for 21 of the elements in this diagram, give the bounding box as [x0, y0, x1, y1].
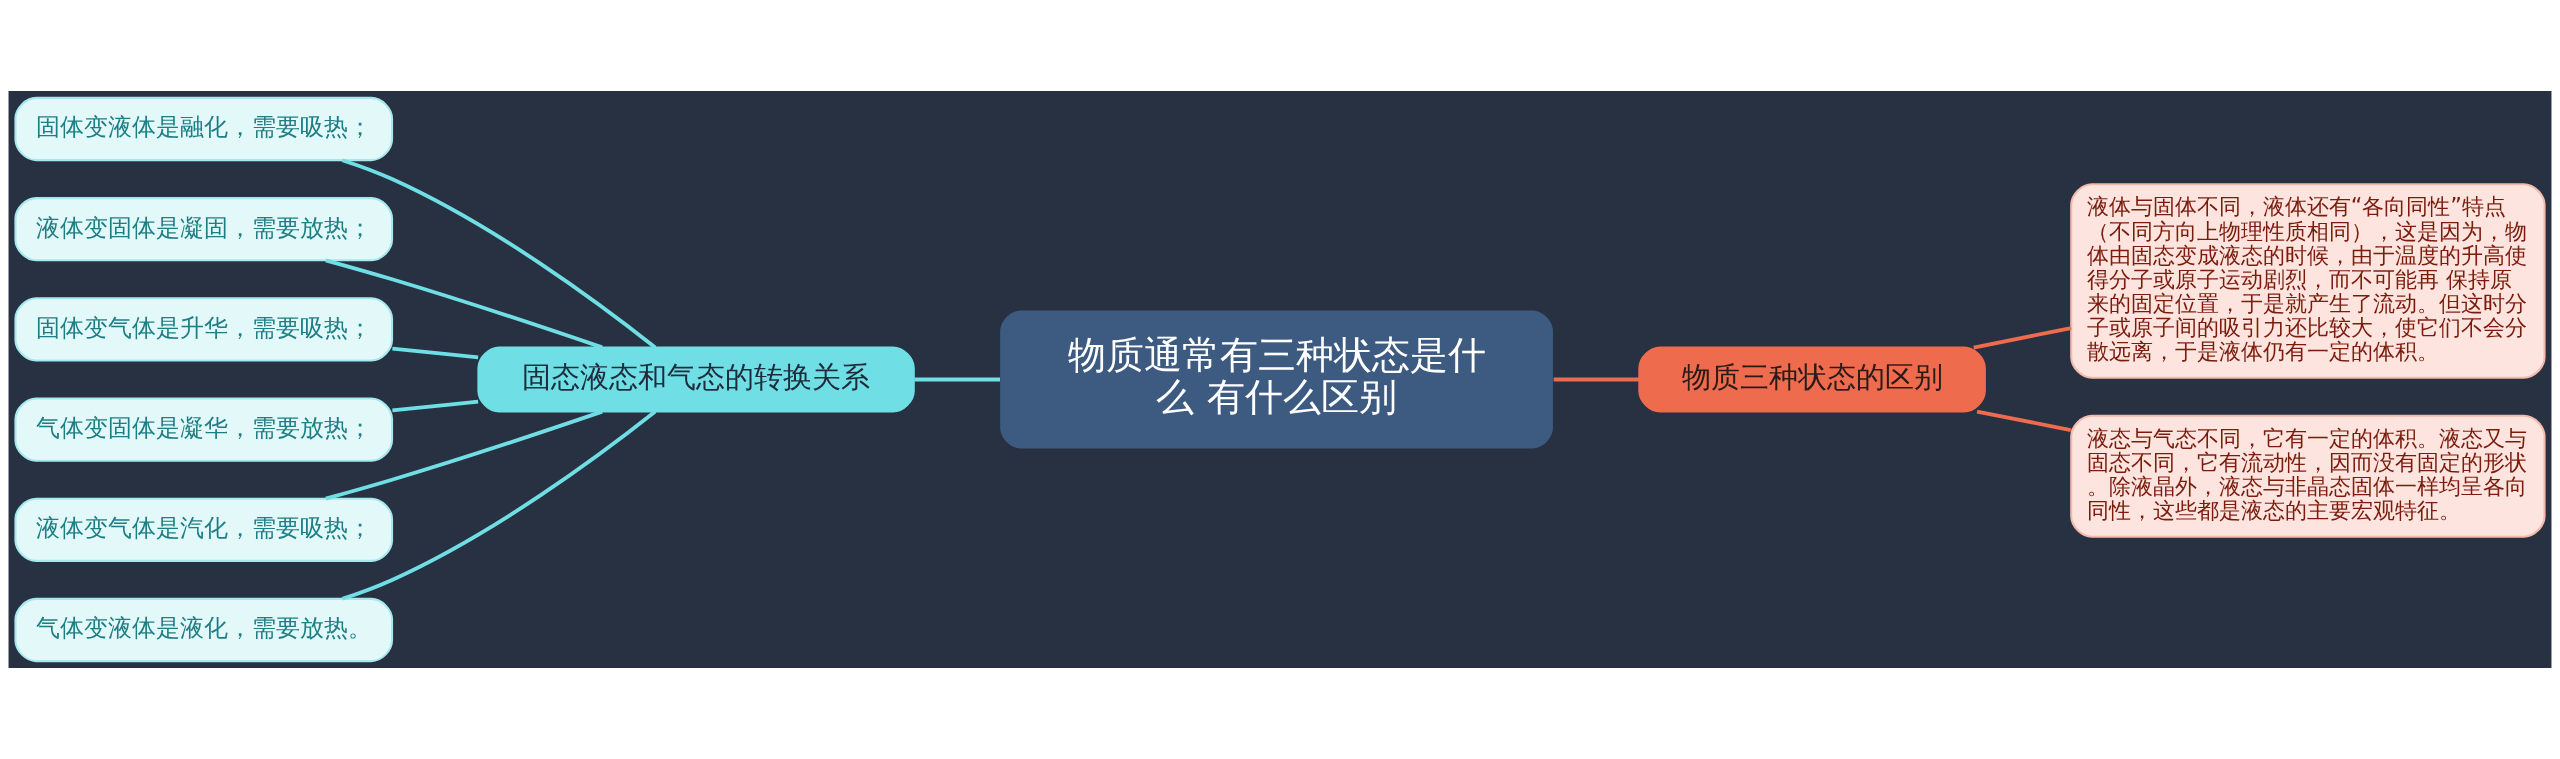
connector [341, 410, 657, 601]
node-box: 气体变液体是液化，需要放热。 [14, 597, 394, 663]
connector [1553, 377, 1640, 382]
connector [325, 258, 603, 350]
connector [325, 409, 603, 501]
connector [914, 377, 1000, 382]
connector [392, 399, 479, 413]
node-box: 固体变液体是融化，需要吸热； [14, 96, 394, 162]
connector [1976, 409, 2072, 432]
connector [341, 158, 657, 349]
connector [1973, 326, 2072, 350]
node-box: 液态与气态不同，它有一定的体积。液态又与固态不同，它有流动性，因而没有固定的形状。除液晶外，液态与非晶态固体一样均呈各向同性，这些都是液态的主要宏观特征。 [2070, 414, 2546, 538]
node-box: 气体变固体是凝华，需要放热； [14, 397, 394, 462]
node-box: 物质通常有三种状态是什么 有什么区别 [1000, 310, 1553, 449]
node-box: 液体变固体是凝固，需要放热； [14, 197, 394, 262]
node-box: 液体变气体是汽化，需要吸热； [14, 497, 394, 562]
node-box: 固体变气体是升华，需要吸热； [14, 297, 394, 362]
node-box: 固态液态和气态的转换关系 [477, 346, 915, 413]
node-box: 液体与固体不同，液体还有“各向同性”特点（不同方向上物理性质相同），这是因为，物体由固态变成液态的时候，由于温度的升高使得分子或原子运动剧烈，而不可能再 保持原来的固定位置，于是就产生了流动。但这时分子或原子间的吸引力还比较大，使它们不会分散远离，于是液体仍有一定的体积。 [2070, 183, 2546, 379]
connector [392, 346, 479, 360]
node-box: 物质三种状态的区别 [1638, 346, 1986, 413]
